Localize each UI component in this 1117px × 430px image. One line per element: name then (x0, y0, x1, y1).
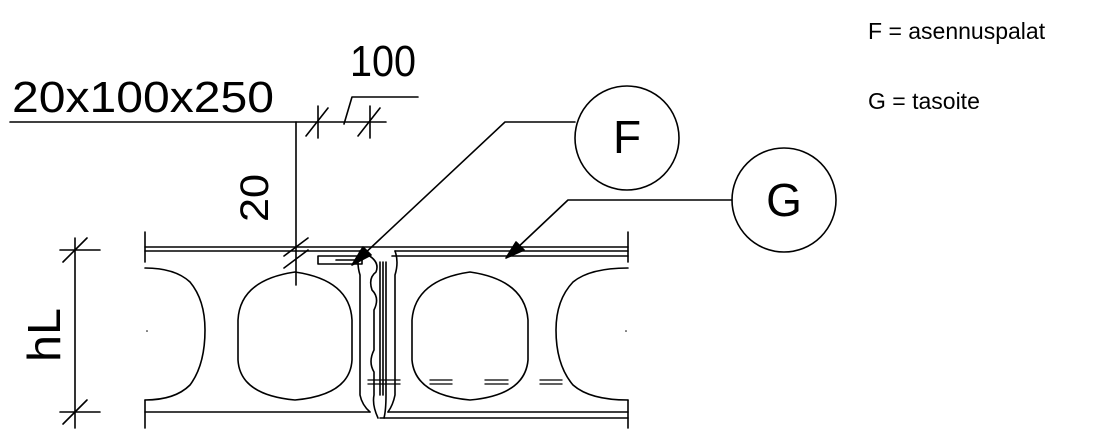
height-dimension (59, 237, 101, 429)
thickness-tick-2 (283, 249, 309, 269)
joint-grout-left (367, 254, 379, 419)
plate-dimension-label: 20x100x250 (12, 73, 274, 122)
height-tick-bottom (62, 399, 88, 425)
width-tick-1 (305, 107, 329, 137)
thickness-dimension (283, 237, 309, 269)
width-dimension-label: 100 (350, 37, 416, 86)
callout-g (505, 147, 837, 259)
slab-joint-left (357, 250, 371, 413)
width-leader (343, 96, 419, 125)
thickness-tick-1 (283, 237, 309, 257)
hollow-core-slabs (144, 231, 629, 429)
hollow-core-partial-left (144, 267, 206, 401)
callout-f-leader (361, 121, 576, 257)
callout-g-letter: G (766, 174, 802, 226)
hollow-core-partial-right (555, 267, 629, 401)
callout-f-letter: F (613, 111, 641, 163)
legend-f-text: F = asennuspalat (868, 18, 1046, 44)
joint-grout-right (383, 261, 387, 419)
hollow-core-2 (411, 271, 529, 401)
callout-f-arrowhead (351, 246, 372, 266)
width-tick-3 (357, 107, 381, 137)
callout-g-arrowhead (505, 241, 525, 259)
width-dimension (295, 96, 419, 139)
height-tick-top (62, 237, 88, 263)
legend-g-text: G = tasoite (868, 88, 980, 114)
callout-g-leader (514, 199, 733, 251)
slab-joint-right (387, 250, 398, 413)
height-dimension-label: hL (18, 308, 70, 362)
thickness-dimension-label: 20 (233, 174, 277, 222)
callout-f-circle (574, 85, 680, 191)
plate-dimension (9, 121, 297, 286)
prestressing-strands (367, 379, 563, 385)
callout-f (351, 85, 680, 266)
hollow-core-1 (237, 271, 353, 401)
